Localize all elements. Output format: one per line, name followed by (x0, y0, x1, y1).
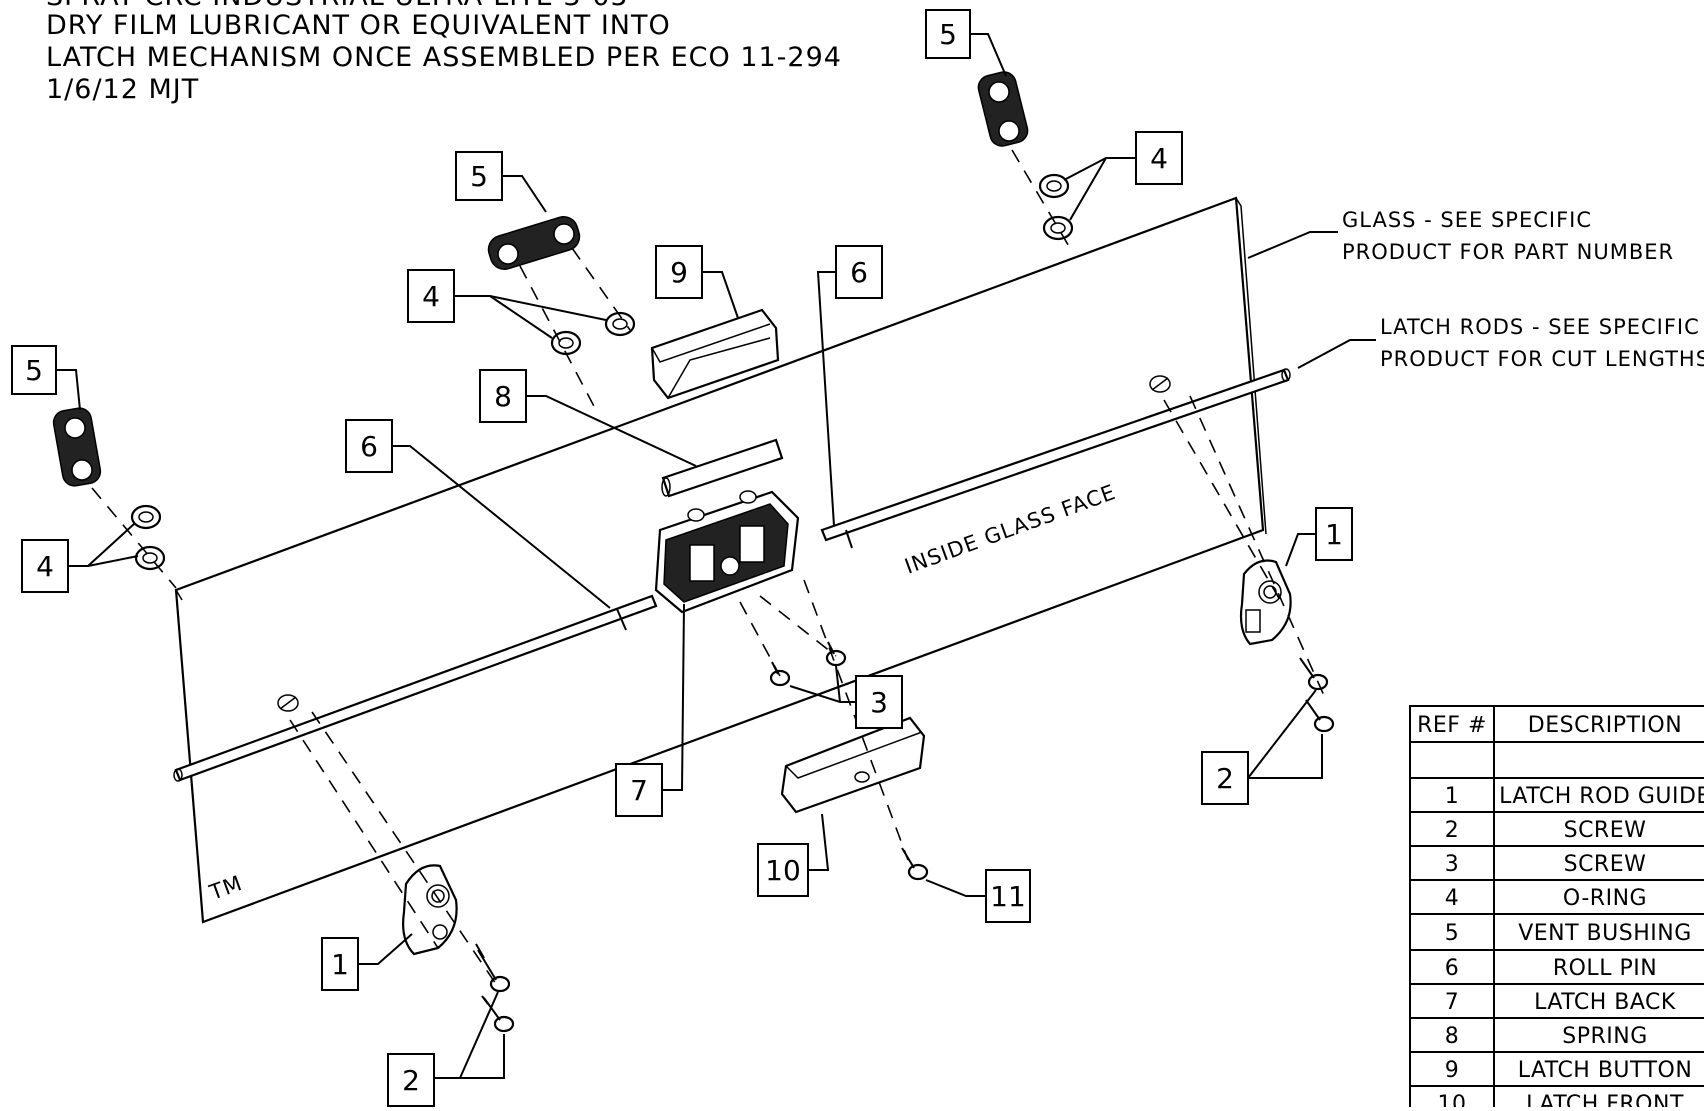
callout-number: 1 (331, 948, 349, 981)
rods-note-line: PRODUCT FOR CUT LENGTHS (1380, 347, 1704, 371)
bom-description: SCREW (1564, 818, 1647, 843)
bom-ref: 9 (1445, 1058, 1460, 1083)
bom-ref: 10 (1438, 1092, 1467, 1107)
bom-description: O-RING (1563, 886, 1647, 911)
latch-back-part (654, 490, 800, 614)
bom-ref: 4 (1445, 886, 1460, 911)
bom-description: LATCH BACK (1534, 990, 1676, 1015)
rods-note: LATCH RODS - SEE SPECIFIC PRODUCT FOR CU… (1297, 315, 1704, 371)
callout-number: 7 (630, 774, 648, 807)
bom-ref: 8 (1445, 1024, 1460, 1049)
bom-ref: 1 (1445, 784, 1460, 809)
callout-number: 4 (36, 550, 54, 583)
callout-number: 2 (402, 1064, 420, 1097)
bom-description: SCREW (1564, 852, 1647, 877)
glass-note-line: PRODUCT FOR PART NUMBER (1342, 240, 1674, 264)
callout-number: 3 (870, 686, 888, 719)
callout-number: 6 (850, 256, 868, 289)
glass-note-line: GLASS - SEE SPECIFIC (1342, 208, 1592, 232)
note-line: DRY FILM LUBRICANT OR EQUIVALENT INTO (46, 10, 671, 41)
latch-rod-guide-bottom (402, 864, 458, 956)
callouts: 5 5 5 4 4 4 9 6 6 (11, 9, 1353, 1107)
note-line: SPRAY CRC INDUSTRIAL ULTRA-LITE 3-05 (46, 0, 629, 12)
callout-number: 5 (470, 160, 488, 193)
bom-table: REF # DESCRIPTION 1 LATCH ROD GUIDE 2 SC… (1409, 705, 1704, 1111)
callout-number: 4 (1150, 142, 1168, 175)
callout-number: 4 (422, 280, 440, 313)
callout-number: 2 (1216, 762, 1234, 795)
note-line: LATCH MECHANISM ONCE ASSEMBLED PER ECO 1… (46, 42, 842, 73)
bom-description: SPRING (1562, 1024, 1648, 1049)
bom-description: VENT BUSHING (1518, 921, 1692, 946)
latch-rod-guide-right (1239, 559, 1292, 646)
bom-ref: 7 (1445, 990, 1460, 1015)
callout-number: 8 (494, 380, 512, 413)
vent-bushing-left (52, 407, 102, 487)
bom-description: ROLL PIN (1553, 956, 1657, 981)
spring-part (661, 438, 784, 498)
callout-number: 10 (765, 854, 801, 887)
callout-number: 5 (939, 18, 957, 51)
bom-ref: 6 (1445, 956, 1460, 981)
callout-number: 11 (990, 880, 1026, 913)
latch-front-part (780, 716, 926, 814)
bom-ref: 5 (1445, 921, 1460, 946)
latch-button-part (650, 308, 780, 400)
assembly-notes: SPRAY CRC INDUSTRIAL ULTRA-LITE 3-05 DRY… (46, 0, 842, 105)
bom-description: LATCH BUTTON (1518, 1058, 1693, 1083)
o-rings (130, 173, 1074, 571)
bom-header-description: DESCRIPTION (1528, 713, 1682, 738)
callout-number: 1 (1325, 518, 1343, 551)
bom-header-ref: REF # (1417, 713, 1487, 738)
bom-description: LATCH ROD GUIDE (1499, 784, 1704, 809)
vent-bushing-mid (487, 216, 581, 270)
bom-ref: 3 (1445, 852, 1460, 877)
rods-note-line: LATCH RODS - SEE SPECIFIC (1380, 315, 1700, 339)
note-line: 1/6/12 MJT (46, 74, 199, 105)
bom-ref: 2 (1445, 818, 1460, 843)
vent-bushing-top-right (977, 71, 1029, 147)
callout-number: 5 (25, 354, 43, 387)
latch-rod-left (173, 594, 658, 782)
bom-description: LATCH FRONT (1526, 1092, 1684, 1107)
latch-rod-right (820, 368, 1291, 549)
callout-number: 9 (670, 256, 688, 289)
glass-note: GLASS - SEE SPECIFIC PRODUCT FOR PART NU… (1247, 208, 1674, 264)
callout-number: 6 (360, 430, 378, 463)
